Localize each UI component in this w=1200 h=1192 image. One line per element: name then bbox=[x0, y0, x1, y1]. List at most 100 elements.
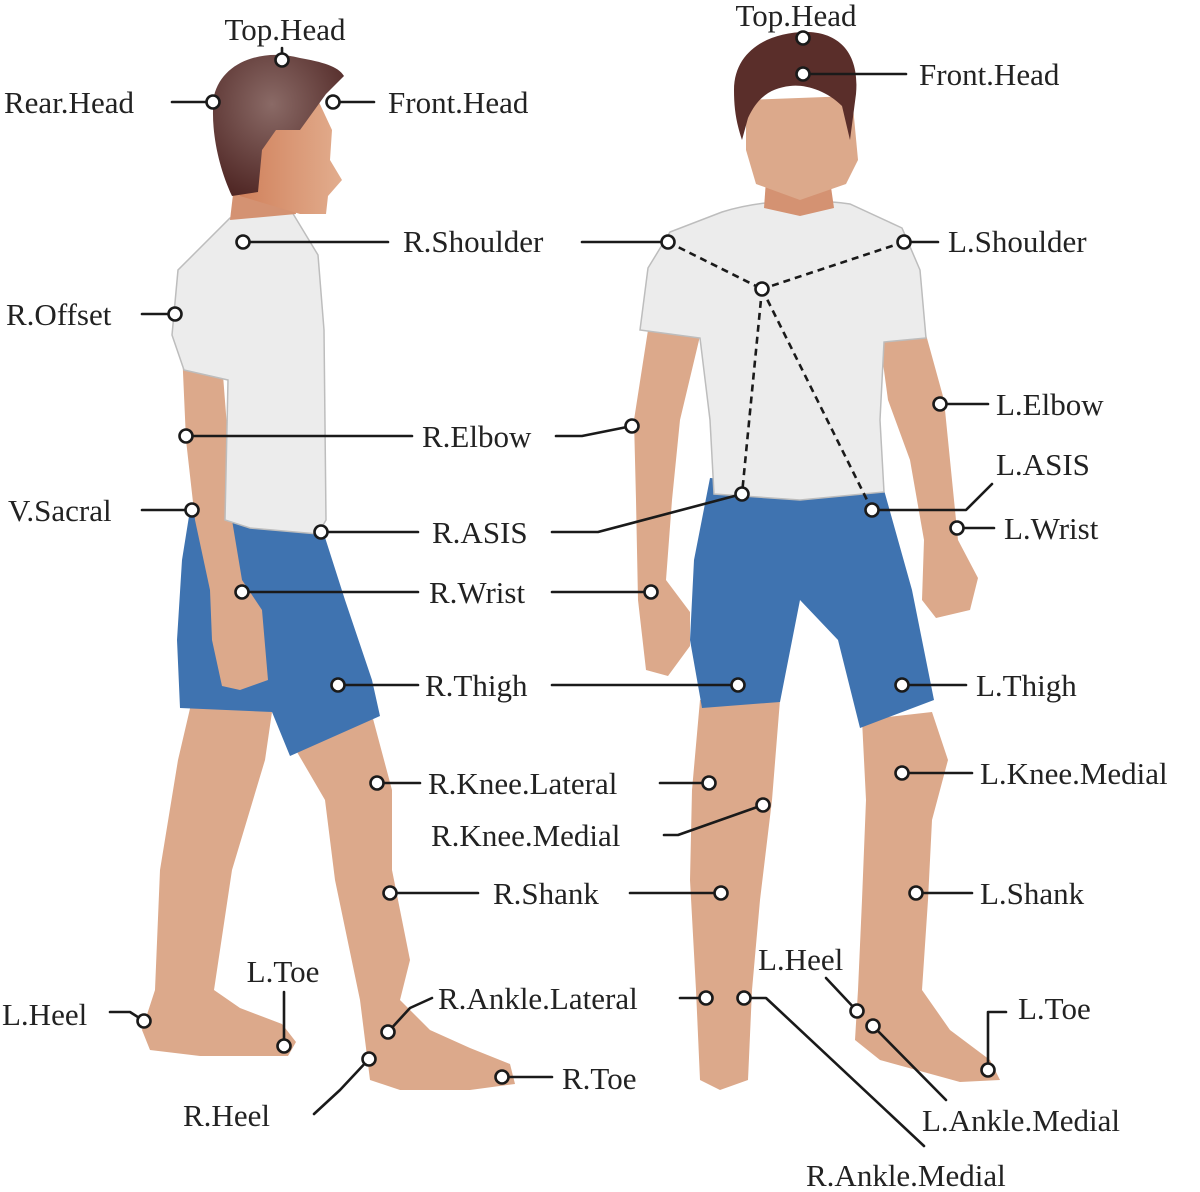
label-front-top-head: Top.Head bbox=[736, 0, 857, 33]
label-side-top-head: Top.Head bbox=[225, 12, 346, 47]
marker-front-l-elbow bbox=[932, 396, 948, 412]
leader-r-elbow-front bbox=[554, 424, 634, 438]
front-left-arm bbox=[878, 320, 978, 618]
label-l-shoulder: L.Shoulder bbox=[948, 224, 1087, 259]
leader-l-toe-front bbox=[986, 1010, 1008, 1072]
marker-front-l-knee-medial bbox=[894, 765, 910, 781]
marker-side-r-knee-lateral bbox=[369, 775, 385, 791]
label-side-l-heel: L.Heel bbox=[2, 997, 87, 1032]
label-r-shank: R.Shank bbox=[493, 876, 599, 911]
marker-side-r-shank bbox=[382, 885, 398, 901]
label-r-shoulder: R.Shoulder bbox=[403, 224, 544, 259]
label-l-knee-medial: L.Knee.Medial bbox=[980, 756, 1168, 791]
marker-side-r-toe bbox=[494, 1069, 510, 1085]
marker-side-r-shoulder bbox=[235, 234, 251, 250]
marker-front-r-shank bbox=[713, 885, 729, 901]
leader-r-ankle-lateral-side bbox=[386, 996, 434, 1034]
front-left-leg bbox=[855, 712, 1000, 1082]
marker-side-r-wrist bbox=[234, 584, 250, 600]
label-l-ankle-medial: L.Ankle.Medial bbox=[922, 1103, 1120, 1138]
marker-labels: Top.Head Rear.Head Front.Head R.Shoulder… bbox=[2, 0, 1168, 1192]
marker-side-r-heel bbox=[361, 1051, 377, 1067]
side-right-leg bbox=[290, 715, 515, 1090]
markers bbox=[136, 30, 996, 1085]
marker-front-l-ankle-medial bbox=[865, 1018, 881, 1034]
label-r-ankle-medial: R.Ankle.Medial bbox=[806, 1158, 1006, 1192]
label-r-toe: R.Toe bbox=[562, 1061, 636, 1096]
marker-front-r-ankle-medial bbox=[736, 990, 752, 1006]
front-right-leg bbox=[690, 700, 780, 1090]
label-r-knee-lateral: R.Knee.Lateral bbox=[428, 766, 617, 801]
marker-front-l-wrist bbox=[949, 520, 965, 536]
leader-r-knee-medial-front bbox=[662, 803, 765, 837]
label-r-knee-medial: R.Knee.Medial bbox=[431, 818, 620, 853]
marker-side-r-thigh bbox=[330, 677, 346, 693]
marker-front-r-thigh bbox=[730, 677, 746, 693]
marker-side-r-elbow bbox=[178, 428, 194, 444]
label-side-rear-head: Rear.Head bbox=[4, 85, 134, 120]
label-r-offset: R.Offset bbox=[6, 297, 112, 332]
marker-front-front-head bbox=[795, 66, 811, 82]
label-v-sacral: V.Sacral bbox=[8, 493, 112, 528]
label-front-front-head: Front.Head bbox=[919, 57, 1060, 92]
marker-front-r-knee-medial bbox=[755, 797, 771, 813]
label-l-thigh: L.Thigh bbox=[976, 668, 1077, 703]
label-side-l-toe: L.Toe bbox=[247, 954, 320, 989]
front-hair bbox=[734, 32, 857, 140]
leader-l-asis bbox=[870, 482, 994, 512]
marker-side-rear-head bbox=[205, 94, 221, 110]
marker-front-r-asis bbox=[734, 486, 750, 502]
marker-side-l-toe bbox=[276, 1038, 292, 1054]
marker-side-r-ankle-lateral bbox=[380, 1024, 396, 1040]
dashed-rshoulder-center bbox=[667, 240, 763, 291]
label-l-wrist: L.Wrist bbox=[1004, 511, 1099, 546]
marker-side-front-head bbox=[325, 94, 341, 110]
marker-front-r-wrist bbox=[643, 584, 659, 600]
label-front-l-heel: L.Heel bbox=[758, 942, 843, 977]
label-l-elbow: L.Elbow bbox=[996, 387, 1104, 422]
marker-front-r-ankle-lateral bbox=[698, 990, 714, 1006]
marker-front-l-heel bbox=[849, 1003, 865, 1019]
marker-front-l-shoulder bbox=[896, 234, 912, 250]
front-shorts bbox=[690, 478, 934, 728]
dashed-center-rasis bbox=[740, 288, 764, 495]
label-r-asis: R.ASIS bbox=[432, 515, 528, 550]
side-shirt bbox=[171, 211, 327, 535]
marker-front-r-knee-lateral bbox=[701, 775, 717, 791]
marker-front-r-elbow bbox=[624, 418, 640, 434]
leader-l-ankle-medial bbox=[871, 1024, 948, 1102]
label-r-ankle-lateral: R.Ankle.Lateral bbox=[438, 981, 638, 1016]
marker-front-top-head bbox=[795, 30, 811, 46]
marker-side-r-offset bbox=[167, 306, 183, 322]
leader-r-asis-front bbox=[550, 492, 744, 534]
marker-side-v-sacral bbox=[184, 502, 200, 518]
label-side-front-head: Front.Head bbox=[388, 85, 529, 120]
front-view-figure bbox=[634, 32, 1000, 1090]
label-l-shank: L.Shank bbox=[980, 876, 1085, 911]
marker-side-l-heel bbox=[136, 1013, 152, 1029]
dashed-center-lasis bbox=[760, 288, 874, 511]
marker-front-l-shank bbox=[908, 885, 924, 901]
side-view-figure bbox=[142, 54, 515, 1090]
label-r-thigh: R.Thigh bbox=[425, 668, 528, 703]
label-r-wrist: R.Wrist bbox=[429, 575, 525, 610]
leader-r-heel-side bbox=[312, 1057, 371, 1116]
side-hair bbox=[212, 54, 344, 196]
side-left-leg bbox=[142, 700, 296, 1056]
label-front-l-toe: L.Toe bbox=[1018, 991, 1091, 1026]
marker-front-center-back bbox=[754, 281, 770, 297]
front-shirt bbox=[639, 199, 927, 501]
marker-side-r-asis bbox=[313, 524, 329, 540]
marker-front-l-asis bbox=[864, 502, 880, 518]
front-face bbox=[746, 96, 858, 200]
front-right-arm bbox=[634, 330, 700, 676]
label-l-asis: L.ASIS bbox=[996, 447, 1090, 482]
marker-front-l-thigh bbox=[894, 677, 910, 693]
label-r-elbow: R.Elbow bbox=[422, 419, 532, 454]
marker-front-l-toe bbox=[980, 1062, 996, 1078]
marker-side-top-head bbox=[274, 52, 290, 68]
dashed-connector-lines bbox=[667, 240, 905, 511]
marker-front-r-shoulder bbox=[660, 234, 676, 250]
label-r-heel: R.Heel bbox=[183, 1098, 270, 1133]
